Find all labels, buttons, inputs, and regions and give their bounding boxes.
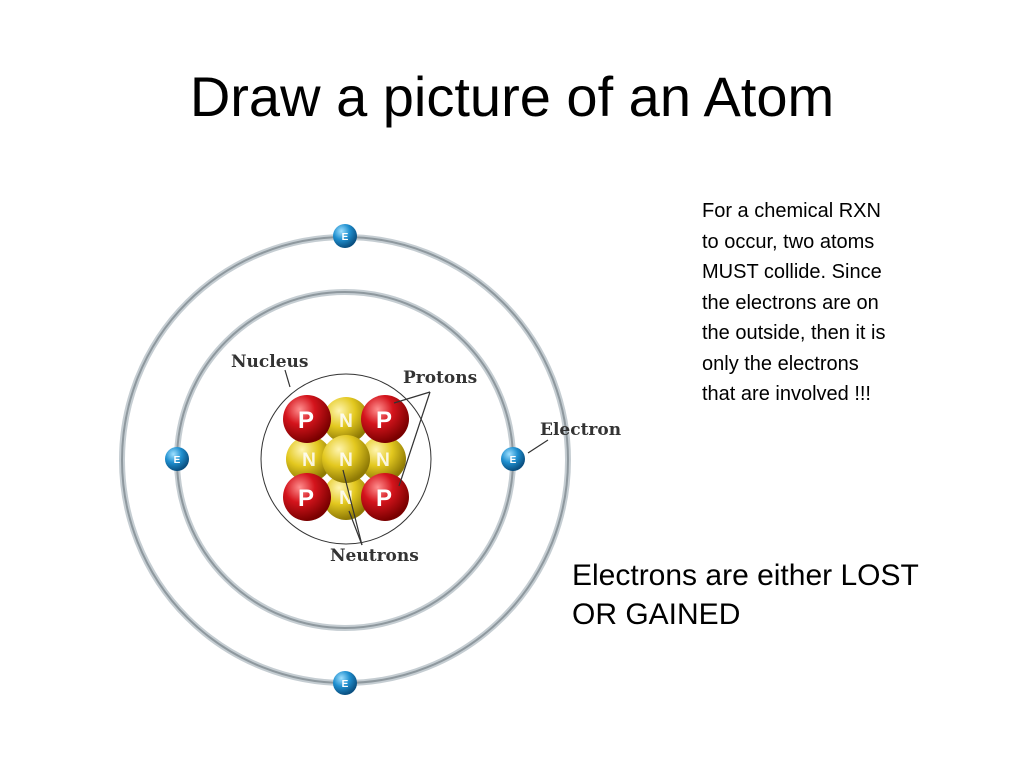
electron: E	[333, 224, 357, 248]
callout-line: OR GAINED	[572, 598, 741, 631]
proton: P	[361, 395, 409, 443]
note-line: MUST collide. Since	[702, 261, 882, 283]
electron: E	[333, 671, 357, 695]
neutron: N	[323, 397, 369, 443]
neutron: N	[360, 436, 406, 482]
nucleus-boundary	[260, 373, 432, 545]
svg-text:N: N	[339, 450, 353, 471]
svg-text:E: E	[342, 232, 349, 243]
neutron: N	[322, 435, 370, 483]
nucleus-label: Nucleus	[231, 352, 308, 372]
collision-note: For a chemical RXN to occur, two atoms M…	[702, 196, 952, 410]
note-line: that are involved !!!	[702, 383, 871, 405]
svg-text:P: P	[376, 485, 392, 512]
svg-text:N: N	[339, 411, 353, 432]
lost-or-gained-callout: Electrons are either LOST OR GAINED	[572, 556, 992, 634]
slide-title: Draw a picture of an Atom	[189, 65, 835, 128]
proton: P	[283, 473, 331, 521]
neutron: N	[286, 436, 332, 482]
svg-text:P: P	[298, 407, 314, 434]
svg-text:E: E	[342, 679, 349, 690]
svg-text:E: E	[510, 455, 517, 466]
svg-text:P: P	[298, 485, 314, 512]
note-line: the outside, then it is	[702, 322, 886, 344]
neutrons-label: Neutrons	[330, 546, 419, 566]
note-line: For a chemical RXN	[702, 200, 881, 222]
leader-lines	[284, 369, 549, 546]
svg-text:P: P	[376, 407, 392, 434]
callout-line: Electrons are either LOST	[572, 559, 919, 592]
neutron: N	[323, 474, 369, 520]
protons-label: Protons	[403, 368, 477, 388]
note-line: the electrons are on	[702, 291, 879, 314]
electron: E	[165, 447, 189, 471]
proton: P	[361, 473, 409, 521]
proton: P	[283, 395, 331, 443]
svg-text:N: N	[302, 450, 316, 471]
svg-text:N: N	[376, 450, 390, 471]
note-line: to occur, two atoms	[702, 230, 875, 253]
electron: E	[501, 447, 525, 471]
svg-text:E: E	[174, 455, 181, 466]
note-line: only the electrons	[702, 352, 859, 375]
electron-label: Electron	[540, 420, 621, 440]
